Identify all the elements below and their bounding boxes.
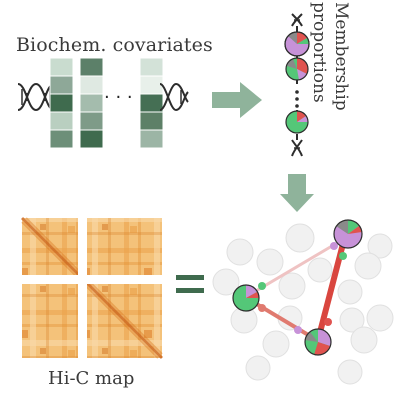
network-small-nodes: [258, 242, 347, 334]
membership-proportions-label: Membership proportions: [308, 2, 352, 111]
arrow-down-icon: [280, 174, 314, 212]
membership-pie-3: [285, 110, 309, 134]
network-pie-node-left: [232, 284, 260, 312]
covariate-column-1: [49, 57, 74, 149]
ellipsis-dots: · · ·: [104, 87, 133, 108]
hic-map-label: Hi-C map: [48, 368, 135, 389]
arrow-right-icon: [212, 82, 262, 118]
covariate-column-3: [139, 57, 164, 149]
membership-label-line2: proportions: [309, 2, 329, 103]
hic-map-heatmap: [20, 216, 164, 360]
membership-label-line1: Membership: [331, 2, 351, 111]
network-background-nodes: [212, 223, 394, 385]
equals-sign-icon: [176, 275, 204, 293]
covariate-column-2: [79, 57, 104, 149]
biochem-covariates-label: Biochem. covariates: [16, 34, 213, 56]
dna-strand-right-icon: [159, 82, 189, 112]
dna-strand-left-icon: [17, 82, 55, 112]
membership-pie-2: [285, 57, 309, 81]
membership-pie-1: [284, 31, 310, 57]
network-pie-node-top: [333, 219, 363, 249]
network-pie-node-bottom: [304, 328, 332, 356]
